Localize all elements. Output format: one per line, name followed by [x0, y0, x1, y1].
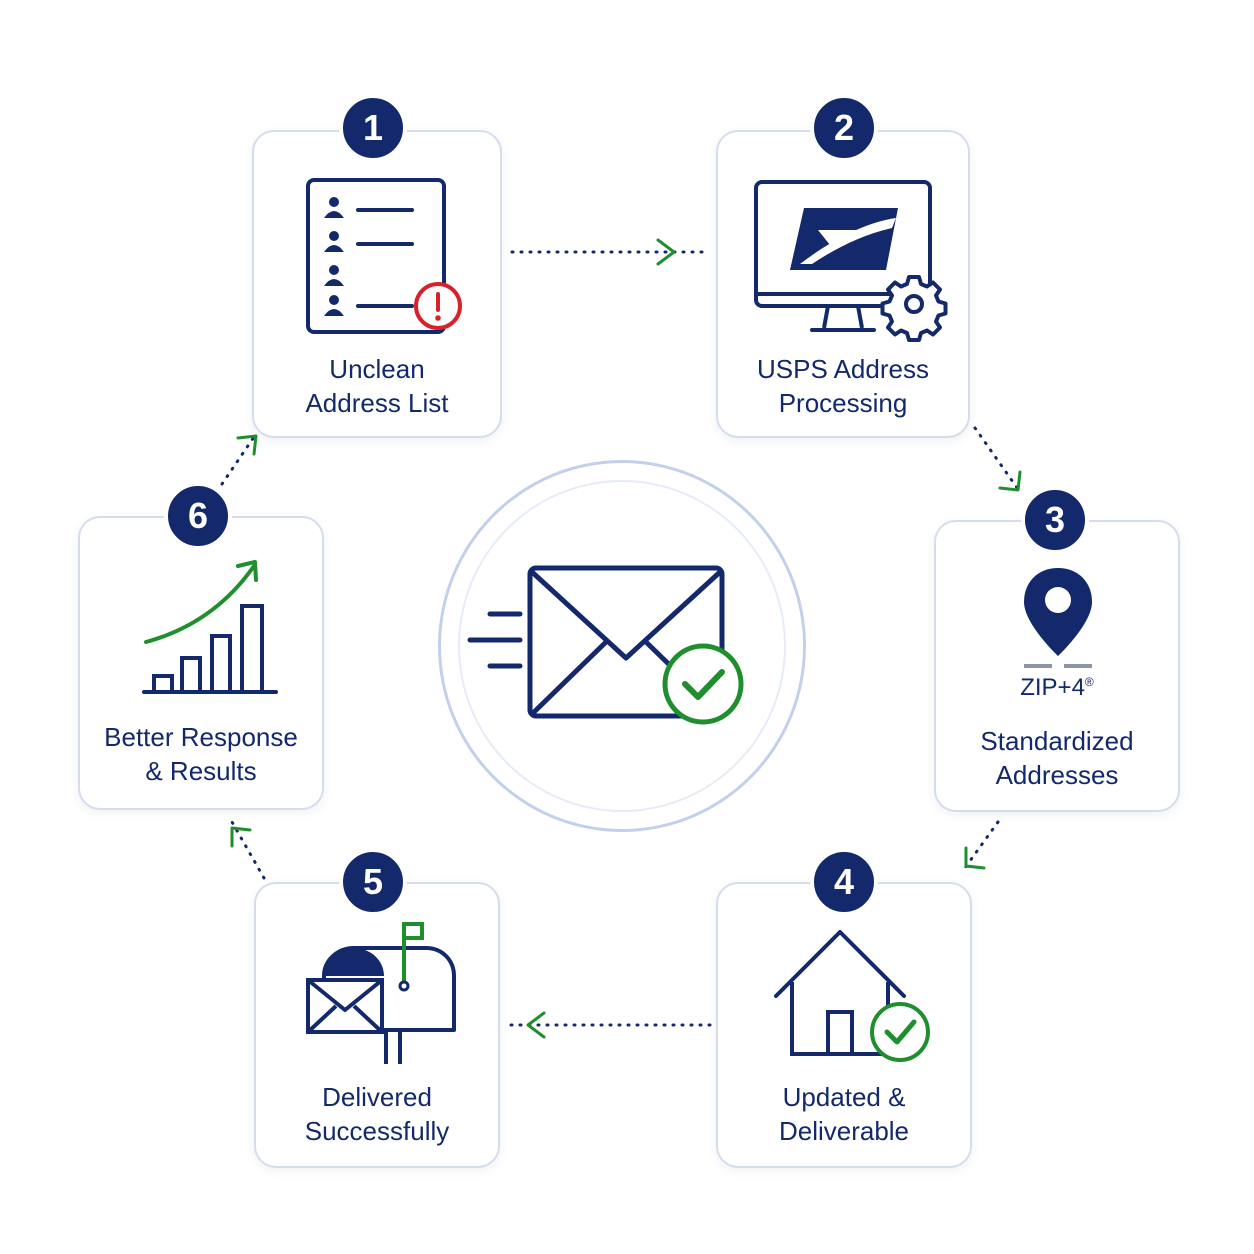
house-check-icon — [774, 930, 930, 1062]
usps-monitor-gear-icon — [754, 180, 948, 342]
step-number-badge-1: 1 — [339, 94, 407, 162]
step-card-1: Unclean Address List — [252, 130, 502, 438]
arrow-1-to-2-head — [656, 238, 676, 266]
step-card-4: Updated & Deliverable — [716, 882, 972, 1168]
location-pin-icon — [1024, 568, 1092, 668]
step-number-badge-6: 6 — [164, 482, 232, 550]
step-number-badge-5: 5 — [339, 848, 407, 916]
step-label-6: Better Response & Results — [104, 722, 298, 786]
zip-plus-four-label: ZIP+4 — [1020, 674, 1085, 701]
step-label-4: Updated & Deliverable — [778, 1082, 910, 1146]
step-label-2: USPS Address Processing — [757, 354, 929, 418]
arrow-2-to-3-head — [998, 470, 1022, 492]
step-label-3: Standardized Addresses — [980, 726, 1134, 790]
center-inner-ring — [458, 480, 786, 812]
arrow-6-to-1-head — [236, 434, 258, 456]
step-number-badge-2: 2 — [810, 94, 878, 162]
step-label-1: Unclean Address List — [305, 354, 449, 418]
arrow-3-to-4-head — [964, 846, 986, 870]
step-card-2: USPS Address Processing — [716, 130, 970, 438]
growth-chart-icon — [142, 560, 278, 694]
address-list-alert-icon — [306, 178, 462, 334]
center-outer-ring — [438, 460, 806, 832]
step-number-badge-4: 4 — [810, 848, 878, 916]
arrow-2-to-3 — [973, 426, 1022, 494]
step-card-3: ZIP+4® Standardized Addresses — [934, 520, 1180, 812]
arrow-5-to-6 — [230, 820, 266, 880]
step-card-5: Delivered Successfully — [254, 882, 500, 1168]
arrow-6-to-1 — [220, 432, 258, 486]
envelope-check-icon — [467, 565, 744, 725]
arrow-4-to-5-head — [526, 1011, 546, 1039]
zip-plus-four-text: ZIP+4® — [936, 674, 1178, 702]
arrow-3-to-4 — [960, 820, 1000, 874]
step-label-5: Delivered Successfully — [304, 1082, 450, 1146]
step-number-badge-3: 3 — [1021, 486, 1089, 554]
arrow-5-to-6-head — [230, 826, 252, 848]
step-card-6: Better Response & Results — [78, 516, 324, 810]
mailbox-envelope-icon — [306, 922, 456, 1064]
registered-mark: ® — [1084, 675, 1094, 689]
